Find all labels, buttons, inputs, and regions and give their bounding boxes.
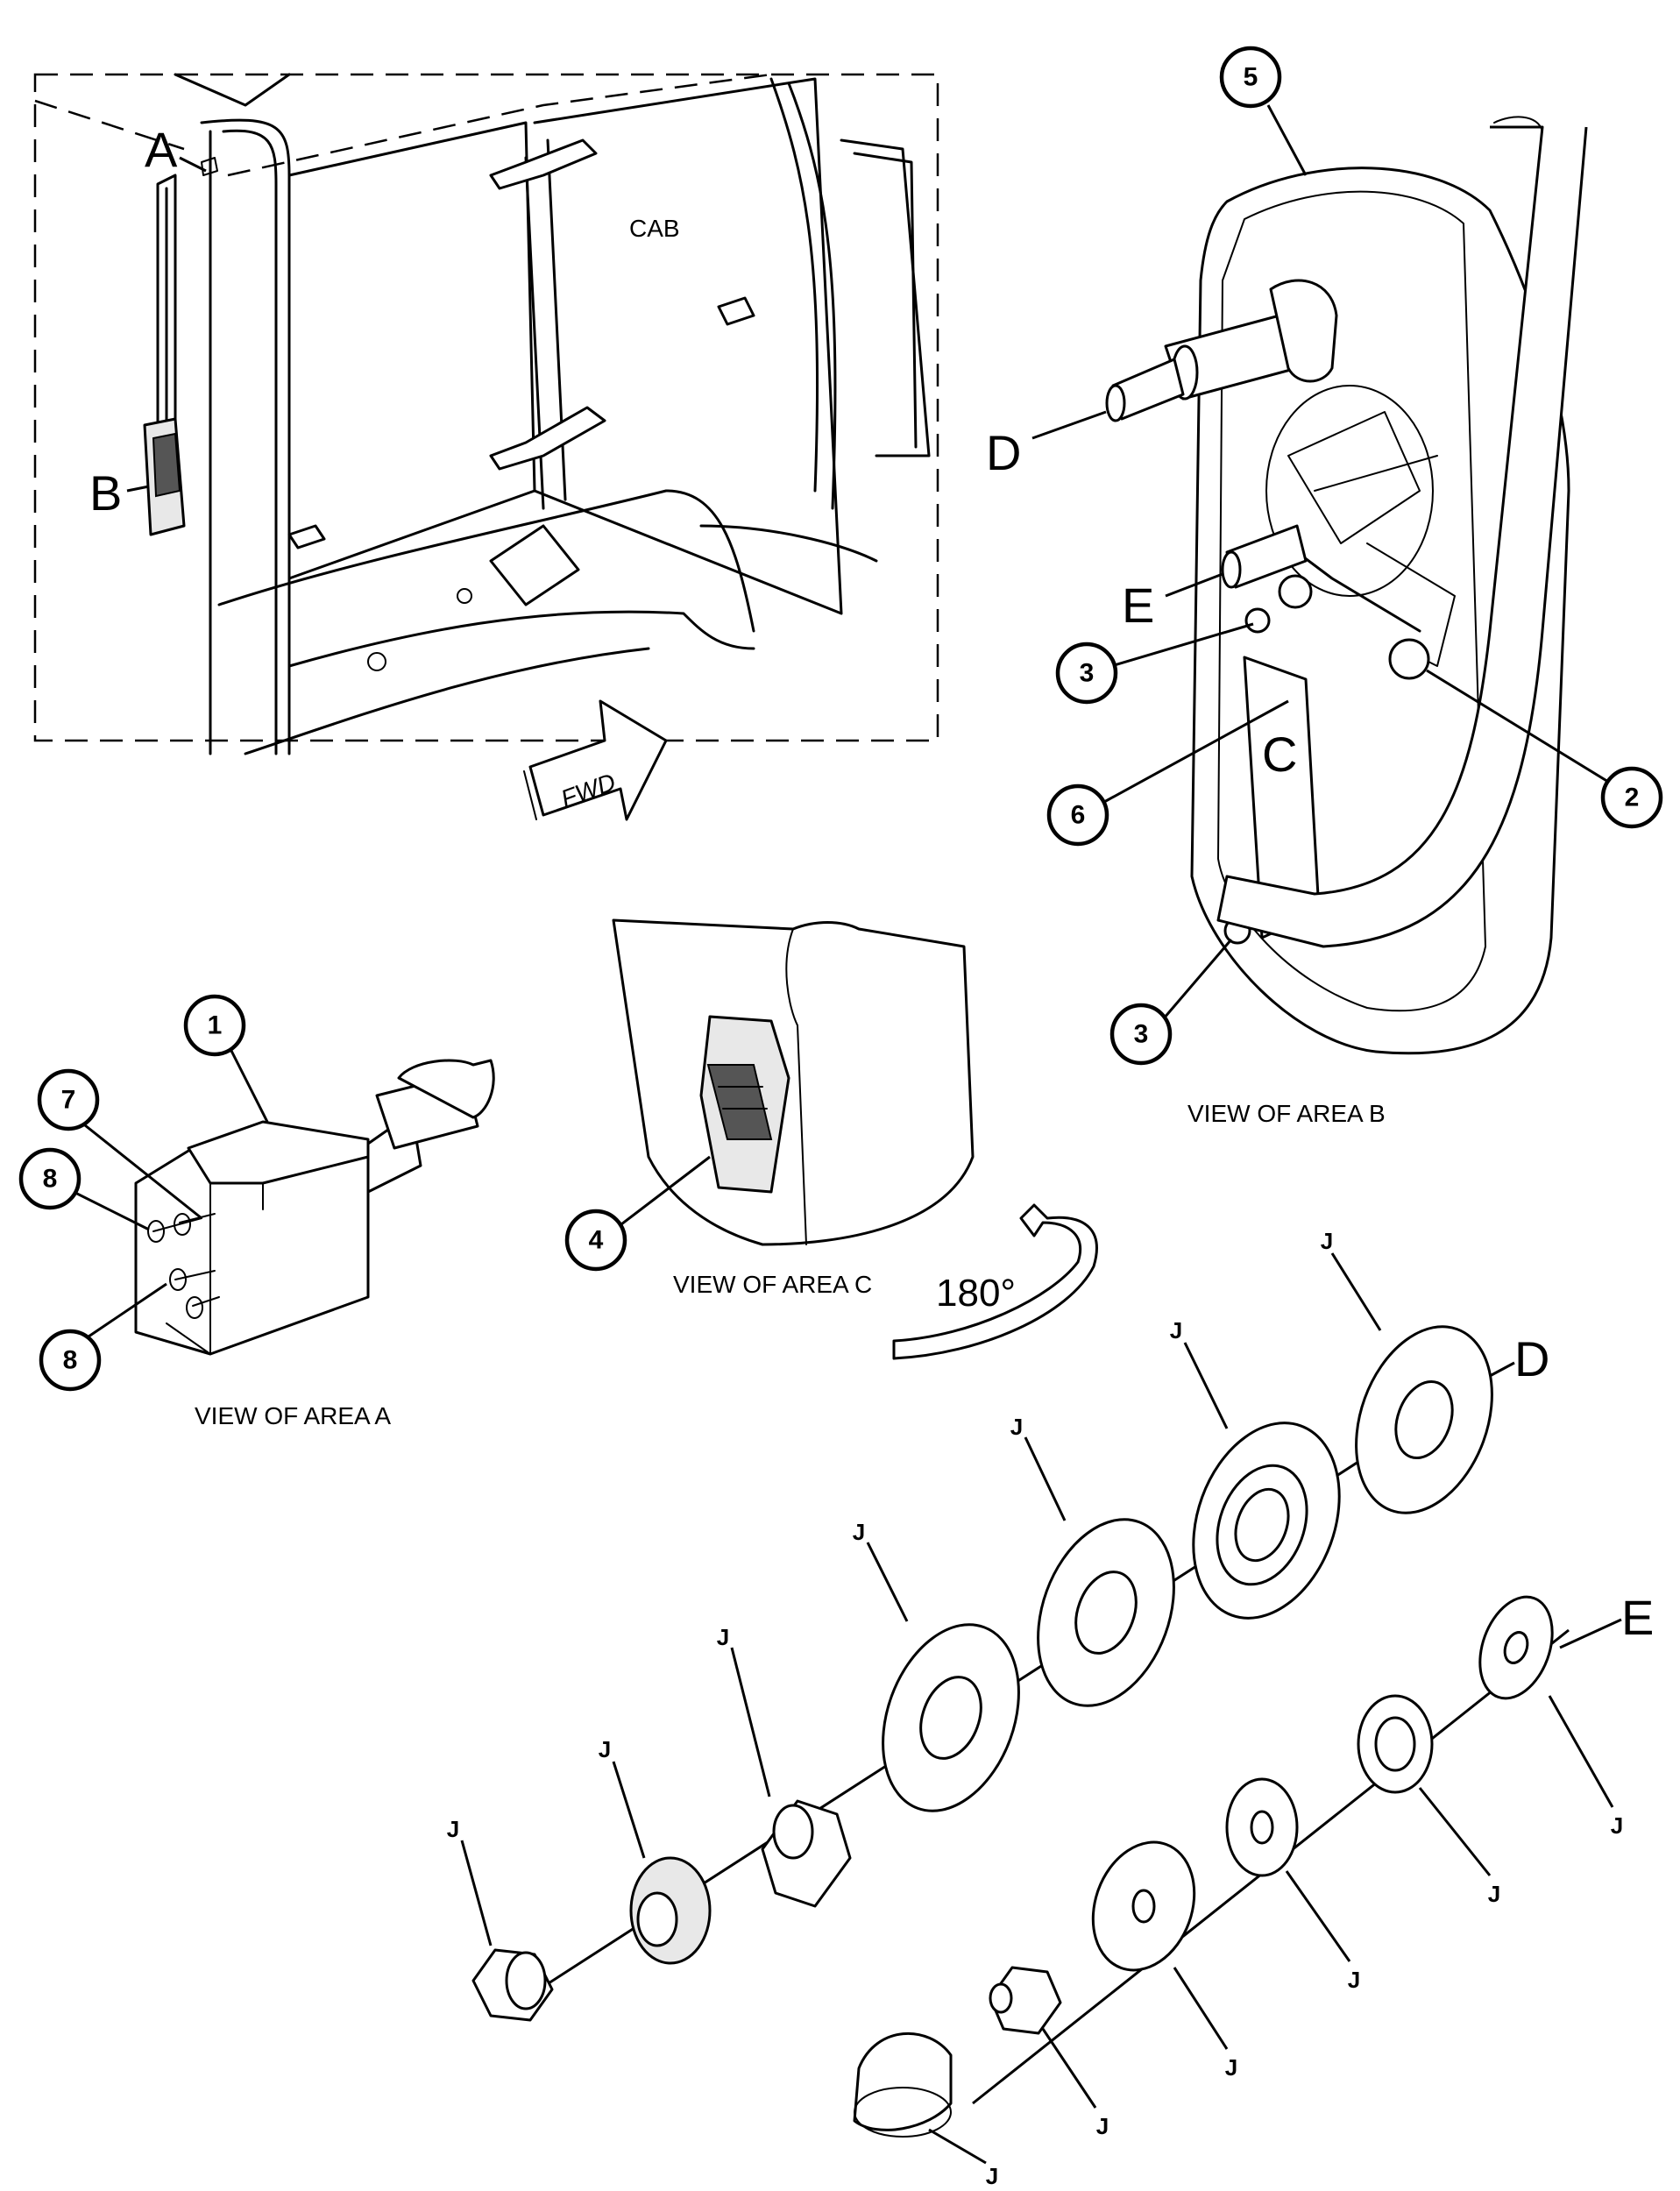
shaft-d-label: D [986,425,1021,480]
view-area-a-label: VIEW OF AREA A [195,1402,391,1429]
j-label-11: J [1225,2054,1237,2081]
hardware-e-stack [853,1595,1570,2138]
wiper-motor-housing [1105,116,1588,1055]
rotation-label: 180° [936,1272,1016,1315]
j-label-8: J [1611,1812,1623,1839]
callout-6-number: 6 [1071,801,1086,830]
area-a-label: A [145,122,178,177]
view-area-b-label: VIEW OF AREA B [1187,1100,1386,1127]
callout-1: 1 [183,994,246,1057]
callout-7: 7 [37,1068,100,1131]
j-label-10: J [1348,1967,1360,1993]
area-c-label: C [1262,727,1297,782]
callout-4-number: 4 [589,1226,604,1255]
callout-8-upper-number: 8 [43,1165,58,1194]
wiper-switch-connector [134,1059,495,1356]
j-label-6: J [599,1736,611,1762]
callout-8-lower-number: 8 [63,1346,78,1375]
area-b-label: B [89,465,122,521]
callout-3-upper-number: 3 [1080,659,1095,688]
callout-3-lower-number: 3 [1134,1020,1149,1049]
cab-overview [33,73,939,755]
hardware-d-stack [471,1325,1493,2022]
callout-3-upper: 3 [1055,642,1118,705]
j-label-2: J [1170,1317,1182,1344]
j-label-12: J [1096,2113,1109,2139]
j-label-1: J [1321,1228,1333,1254]
callout-8-lower: 8 [39,1329,102,1392]
j-label-9: J [1488,1881,1500,1907]
callout-8-upper: 8 [18,1147,82,1210]
callout-5-number: 5 [1244,63,1258,92]
j-labels [460,1252,1614,2165]
j-label-3: J [1010,1414,1023,1440]
j-label-7: J [447,1816,459,1842]
callout-3-lower: 3 [1109,1003,1173,1066]
j-label-5: J [717,1624,729,1650]
fwd-arrow-icon: FWD [523,699,668,821]
shaft-e-label: E [1122,578,1154,633]
view-area-c-label: VIEW OF AREA C [673,1271,872,1298]
callout-2-number: 2 [1625,784,1640,812]
hardware-e-label: E [1621,1590,1654,1645]
callout-4: 4 [564,1209,627,1272]
callout-1-number: 1 [208,1011,223,1040]
rotation-arrow-icon [892,1203,1098,1360]
j-label-13: J [986,2163,998,2189]
callout-2: 2 [1600,766,1663,829]
callout-5: 5 [1219,46,1282,109]
area-c-switch [612,918,975,1246]
callout-7-number: 7 [61,1086,76,1115]
hardware-d-label: D [1514,1331,1549,1386]
cab-label: CAB [629,215,680,242]
callout-6: 6 [1046,784,1109,847]
j-label-4: J [853,1519,865,1545]
